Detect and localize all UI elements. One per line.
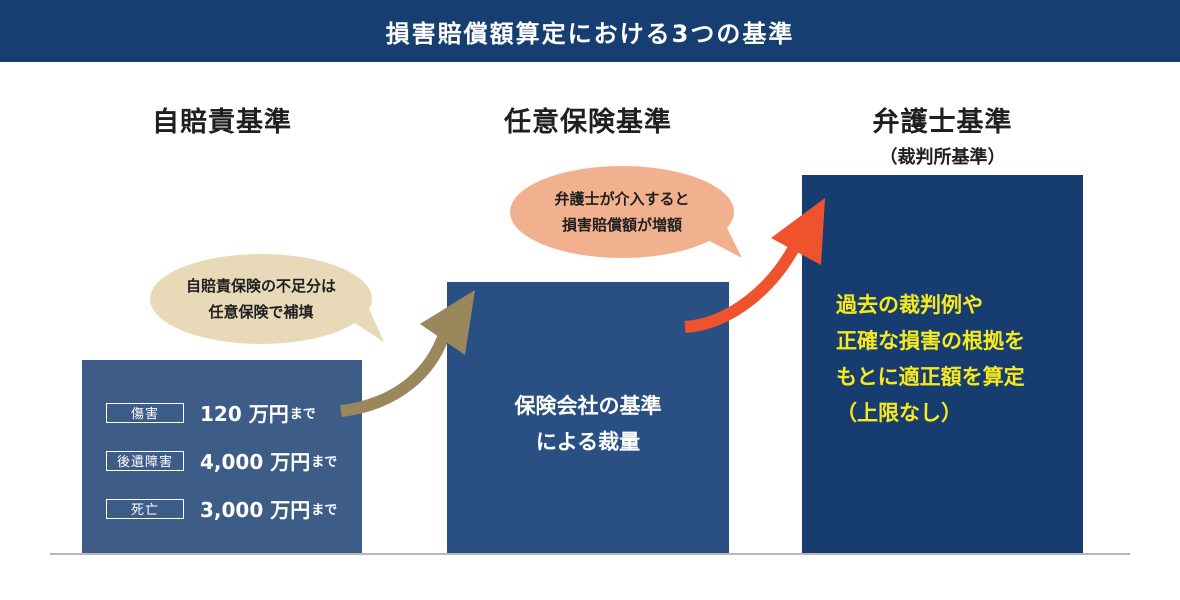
nini-line: による裁量 xyxy=(535,430,641,454)
row-suffix: まで xyxy=(289,407,316,422)
bengoshi-description: 過去の裁判例や 正確な損害の根拠を もとに適正額を算定 （上限なし） xyxy=(836,293,1025,425)
heading-jibaiseki-label: 自賠責基準 xyxy=(152,107,292,138)
speech-bubble-bengoshi: 弁護士が介入すると 損害賠償額が増額 xyxy=(510,166,734,258)
row-tag: 傷害 xyxy=(106,402,184,423)
row-amount: 4,000 万円 xyxy=(200,450,311,474)
nini-line: 保険会社の基準 xyxy=(514,394,662,418)
page-title: 損害賠償額算定における3つの基準 xyxy=(0,0,1180,62)
nini-description: 保険会社の基準 による裁量 xyxy=(447,388,729,460)
row-suffix: まで xyxy=(311,503,338,518)
speech-bubble-jibaiseki: 自賠責保険の不足分は 任意保険で補填 xyxy=(150,254,372,344)
jibaiseki-row: 後遺障害 4,000 万円 まで xyxy=(106,446,337,475)
heading-bengoshi-sub: （裁判所基準） xyxy=(879,147,1006,168)
baseline xyxy=(50,553,1130,555)
jibaiseki-row: 傷害 120 万円 まで xyxy=(106,398,316,427)
row-suffix: まで xyxy=(311,455,338,470)
curved-arrow-icon xyxy=(340,290,475,417)
row-tag: 死亡 xyxy=(106,498,184,519)
jibaiseki-row: 死亡 3,000 万円 まで xyxy=(106,494,337,523)
row-tag: 後遺障害 xyxy=(106,450,184,471)
heading-jibaiseki: 自賠責基準 xyxy=(82,100,362,139)
row-amount: 3,000 万円 xyxy=(200,498,311,522)
heading-nini-label: 任意保険基準 xyxy=(504,107,672,138)
heading-nini: 任意保険基準 xyxy=(447,100,729,139)
heading-bengoshi: 弁護士基準 （裁判所基準） xyxy=(802,100,1083,169)
nini-bar: 保険会社の基準 による裁量 xyxy=(447,282,729,554)
row-amount: 120 万円 xyxy=(200,402,289,426)
heading-bengoshi-label: 弁護士基準 xyxy=(872,107,1013,138)
bengoshi-bar: 過去の裁判例や 正確な損害の根拠を もとに適正額を算定 （上限なし） xyxy=(802,175,1083,554)
jibaiseki-bar: 傷害 120 万円 まで 後遺障害 4,000 万円 まで 死亡 3,000 万… xyxy=(82,360,362,554)
curved-arrow-icon xyxy=(684,198,825,333)
